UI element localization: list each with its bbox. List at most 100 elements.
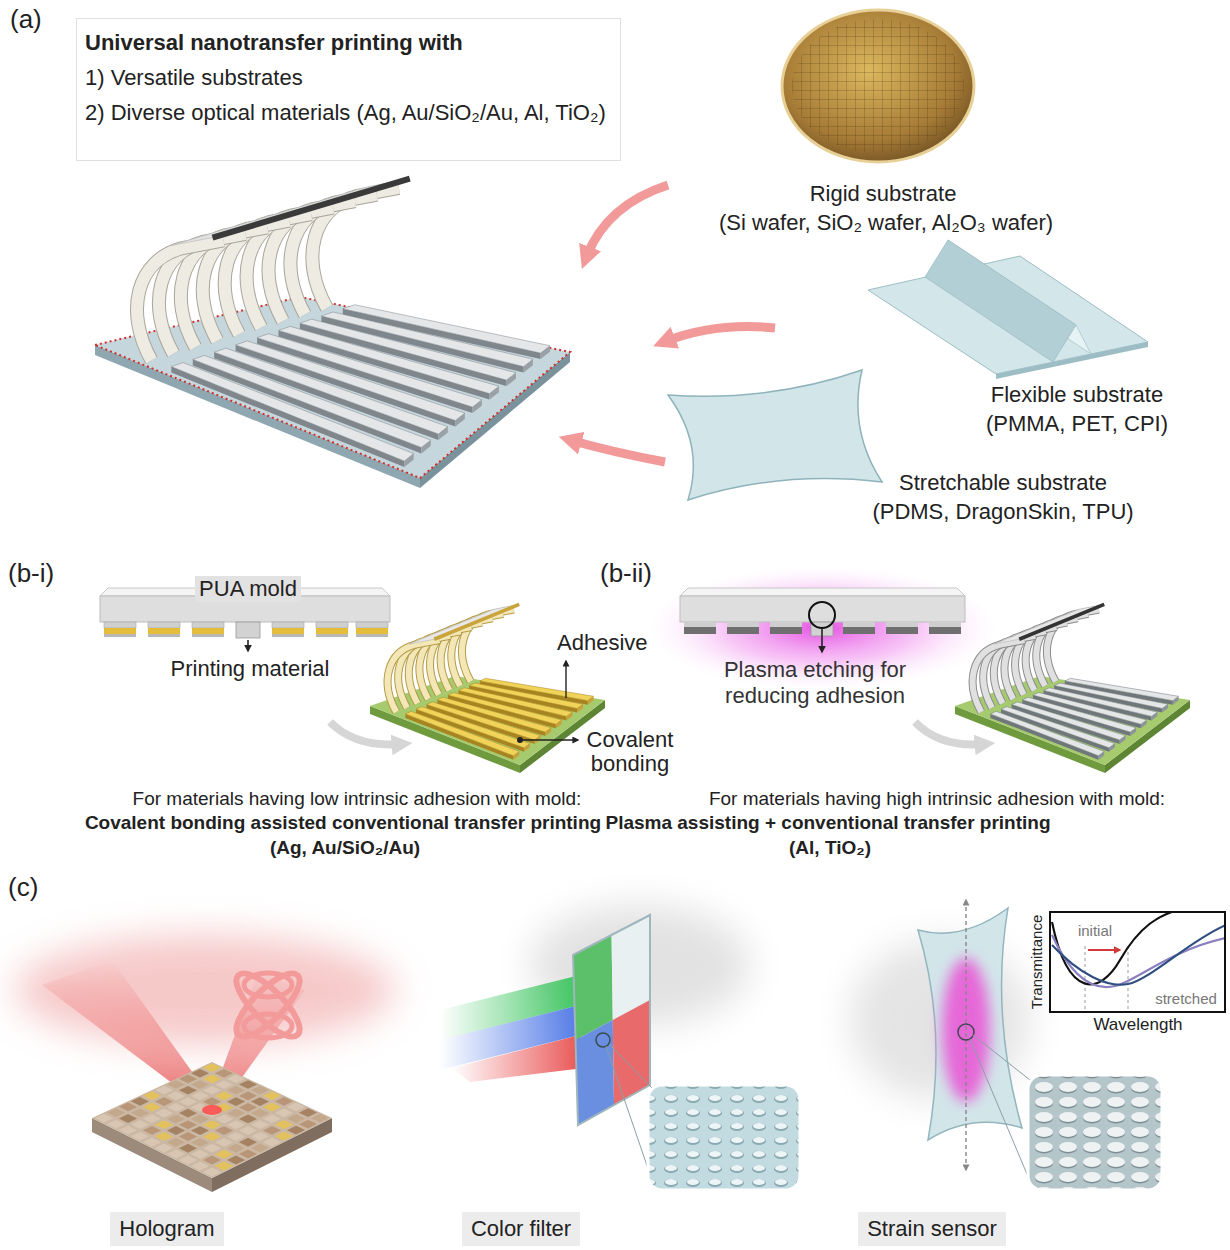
zoom-line xyxy=(970,1039,1032,1186)
leader-line xyxy=(247,640,249,651)
part-name-text: Adhesive xyxy=(557,630,648,656)
leader-line xyxy=(520,739,578,740)
transfer-scene xyxy=(370,604,605,773)
mold-tooth xyxy=(929,622,961,627)
box-text: 1) Versatile substrates xyxy=(85,60,606,95)
meta-atom xyxy=(191,1080,209,1089)
mold-tooth xyxy=(104,622,136,628)
graph-curves xyxy=(1052,913,1224,1011)
application-label: Hologram xyxy=(110,1212,223,1246)
meta-atom xyxy=(251,1132,269,1141)
bar-top xyxy=(405,711,519,755)
meta-atom xyxy=(227,1120,245,1129)
substrate-name: Stretchable substrate xyxy=(899,470,1107,496)
meta-atom xyxy=(251,1120,269,1129)
meta-atom xyxy=(287,1103,305,1112)
method-title: Plasma assisting + conventional transfer… xyxy=(605,811,1050,834)
meta-atom xyxy=(191,1126,209,1135)
oxide-layer xyxy=(148,634,180,637)
method-materials-text: (Ag, Au/SiO₂/Au) xyxy=(270,836,420,859)
mold-tooth xyxy=(727,622,759,627)
shift-arrow xyxy=(1088,949,1120,951)
initial-curve xyxy=(1052,913,1178,984)
meta-atom xyxy=(155,1086,173,1095)
meta-atom xyxy=(203,1120,221,1129)
hologram-ring xyxy=(228,965,309,1046)
meta-atom xyxy=(251,1086,269,1095)
mold-tooth xyxy=(843,622,875,627)
wafer-die-grid xyxy=(792,19,964,153)
metal-layer xyxy=(843,627,875,634)
meta-atom xyxy=(239,1115,257,1124)
meta-atom xyxy=(191,1162,209,1171)
substrate-examples-text: (Si wafer, SiO₂ wafer, Al₂O₃ wafer) xyxy=(719,210,1053,236)
bar-side xyxy=(990,714,1098,760)
meta-atom xyxy=(239,1126,257,1135)
meta-atom xyxy=(179,1109,197,1118)
guide-line xyxy=(1085,946,1086,1011)
application-label: Color filter xyxy=(462,1212,580,1246)
mold-body xyxy=(680,596,965,622)
meta-atom xyxy=(311,1114,329,1123)
oxide-layer xyxy=(272,634,304,637)
gold-layer xyxy=(104,628,136,634)
mold-center-post xyxy=(236,622,260,638)
meta-atom xyxy=(239,1138,257,1147)
leader-line xyxy=(821,628,823,652)
gold-layer xyxy=(356,628,388,634)
meta-atom xyxy=(251,1109,269,1118)
leader-line xyxy=(565,661,566,698)
meta-atom xyxy=(203,1156,221,1165)
zoom-line xyxy=(973,1035,1030,1080)
ribbon xyxy=(973,640,1025,712)
hologram-image xyxy=(228,965,309,1046)
method-title-text: Covalent bonding assisted conventional t… xyxy=(85,811,601,834)
mold-backing xyxy=(171,179,410,246)
hologram-ring xyxy=(228,965,309,1046)
zoom-circle xyxy=(596,1033,610,1047)
meta-atom xyxy=(119,1114,137,1123)
mold-tooth xyxy=(316,622,348,628)
meta-atom xyxy=(143,1126,161,1135)
bar-top xyxy=(193,355,431,447)
meta-atom xyxy=(143,1103,161,1112)
hologram-ring xyxy=(244,1014,292,1038)
method-note-text: For materials having low intrinsic adhes… xyxy=(133,787,582,810)
bar-top xyxy=(990,711,1104,755)
part-name-text: Covalent bonding xyxy=(575,728,685,776)
meta-atom xyxy=(131,1120,149,1129)
meta-atom xyxy=(191,1138,209,1147)
method-note-text: For materials having high intrinsic adhe… xyxy=(709,787,1165,810)
substrate-examples-text: (PMMA, PET, CPI) xyxy=(986,411,1168,437)
meta-atom xyxy=(167,1092,185,1101)
meta-atom xyxy=(299,1108,317,1117)
meta-atom xyxy=(299,1120,317,1129)
ribbon-edge xyxy=(388,640,440,712)
ribbon xyxy=(388,640,440,712)
mold-backing-edge xyxy=(434,604,519,639)
graph-frame xyxy=(1050,912,1225,1012)
oxide-layer xyxy=(192,634,224,637)
part-name: Adhesive xyxy=(557,630,648,656)
flexible-fold xyxy=(925,240,1076,362)
meta-atom xyxy=(203,1075,221,1084)
meta-atom xyxy=(155,1144,173,1153)
gold-layer xyxy=(148,628,180,634)
stretchable-sheet xyxy=(668,370,882,500)
metal-layer xyxy=(770,627,802,634)
mold-backing-edge xyxy=(213,179,410,238)
meta-atom xyxy=(239,1150,257,1159)
gold-layer xyxy=(272,628,304,634)
meta-atom xyxy=(215,1162,233,1171)
meta-atom xyxy=(263,1103,281,1112)
bar-side xyxy=(193,359,422,453)
panel-label-text: (a) xyxy=(10,4,42,35)
ribbon-edge xyxy=(973,640,1025,712)
meta-atom xyxy=(131,1109,149,1118)
meta-atom xyxy=(179,1144,197,1153)
mold-tooth xyxy=(272,622,304,628)
pink-arrow xyxy=(570,440,665,462)
axis-label: Transmittance xyxy=(1028,915,1046,1009)
meta-atom xyxy=(107,1108,125,1117)
